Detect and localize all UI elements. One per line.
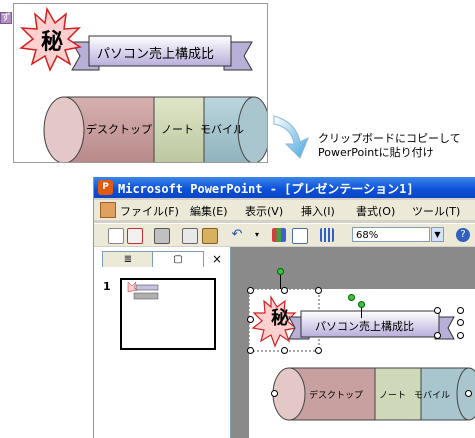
resize-handle[interactable] <box>247 287 254 294</box>
grid-icon[interactable] <box>320 228 334 242</box>
segment-mobile-label: モバイル <box>200 123 244 136</box>
window-title: Microsoft PowerPoint - [プレゼンテーション1] <box>118 182 414 196</box>
menu-format[interactable]: 書式(O) <box>356 205 396 218</box>
rotate-handle-icon[interactable] <box>277 268 284 275</box>
resize-handle[interactable] <box>247 347 254 354</box>
outline-icon: ≣ <box>123 254 133 265</box>
new-icon[interactable] <box>108 228 124 244</box>
clip-graphic <box>19 6 267 162</box>
cylinder-end-left <box>43 96 85 162</box>
rotate-handle-icon[interactable] <box>358 301 365 308</box>
paste-icon[interactable] <box>202 228 218 244</box>
menu-bar: ファイル(F) 編集(E) 表示(V) 挿入(I) 書式(O) ツール(T) <box>94 200 475 220</box>
document-menu-icon[interactable] <box>100 202 116 218</box>
menu-file[interactable]: ファイル(F) <box>120 205 179 218</box>
powerpoint-app-icon[interactable]: P <box>98 180 113 195</box>
menu-view[interactable]: 表示(V) <box>245 205 284 218</box>
undo-icon[interactable]: ↶ <box>231 227 243 242</box>
slide-segment-note: ノート <box>379 391 407 401</box>
zoom-dropdown-icon[interactable]: ▼ <box>431 227 444 242</box>
menu-tools[interactable]: ツール(T) <box>412 205 461 218</box>
slide-editing-area: 秘 パソコン売上構成比 デスクトップ ノート モバイル <box>231 247 475 438</box>
slide-segment-desktop: デスクトップ <box>309 391 364 401</box>
copy-icon[interactable] <box>182 228 198 244</box>
segment-note-label: ノート <box>161 123 194 136</box>
slide-canvas[interactable]: 秘 パソコン売上構成比 デスクトップ ノート モバイル <box>247 287 475 438</box>
slide-banner-text: パソコン売上構成比 <box>315 320 414 333</box>
slide-banner-body <box>300 310 440 338</box>
menu-insert[interactable]: 挿入(I) <box>301 205 335 218</box>
resize-handle[interactable] <box>281 347 288 354</box>
segment-desktop-label: デスクトップ <box>86 123 152 136</box>
slide-number: 1 <box>103 280 111 293</box>
resize-handle[interactable] <box>434 332 441 339</box>
slide-thumbnail[interactable] <box>120 278 216 350</box>
banner-text: パソコン売上構成比 <box>97 47 215 62</box>
caption-line-2: PowerPointに貼り付け <box>318 146 434 159</box>
banner-body <box>88 35 232 67</box>
powerpoint-window: P Microsoft PowerPoint - [プレゼンテーション1] ファ… <box>93 177 475 438</box>
permission-icon[interactable] <box>127 228 143 244</box>
caption-line-1: クリップボードにコピーして <box>318 132 461 145</box>
stamp-starburst <box>19 6 82 72</box>
menu-edit[interactable]: 編集(E) <box>190 205 228 218</box>
cylinder-end-right <box>237 96 267 162</box>
instruction-caption: クリップボードにコピーして PowerPointに貼り付け <box>318 132 461 160</box>
close-pane-icon[interactable]: × <box>212 252 223 266</box>
clip-graphic-box: 秘 パソコン売上構成比 デスクトップ ノート モバイル <box>13 3 268 163</box>
slide-segment-mobile: モバイル <box>414 391 451 401</box>
chart-icon[interactable] <box>272 228 286 242</box>
table-icon[interactable] <box>292 228 308 244</box>
resize-handle[interactable] <box>457 319 464 326</box>
curved-arrow-icon <box>273 115 309 159</box>
resize-handle[interactable] <box>434 307 441 314</box>
slide-starburst <box>251 294 298 348</box>
slides-pane: ≣ ▢ × 1 <box>94 247 231 438</box>
tab-outline[interactable]: ≣ <box>102 251 154 267</box>
resize-handle[interactable] <box>315 347 322 354</box>
stamp-char: 秘 <box>41 29 64 55</box>
standard-toolbar: ↶ ▾ 68% ▼ ? <box>94 223 475 246</box>
resize-handle[interactable] <box>465 390 472 397</box>
resize-handle[interactable] <box>315 287 322 294</box>
clip-app-icon: ず <box>0 12 12 24</box>
pasted-graphic[interactable] <box>249 289 475 438</box>
resize-handle[interactable] <box>281 287 288 294</box>
slide-stamp-char: 秘 <box>271 308 289 329</box>
thumbnail-preview <box>127 281 159 300</box>
resize-handle[interactable] <box>457 307 464 314</box>
undo-dropdown-icon[interactable]: ▾ <box>254 230 259 239</box>
print-icon[interactable] <box>154 228 170 244</box>
resize-handle[interactable] <box>271 390 278 397</box>
rotate-handle-line <box>280 275 281 289</box>
zoom-field[interactable]: 68% <box>352 227 430 242</box>
tab-slides[interactable]: ▢ <box>152 251 204 267</box>
slides-icon: ▢ <box>173 254 183 265</box>
rotate-handle-line <box>361 308 362 318</box>
title-bar[interactable]: P Microsoft PowerPoint - [プレゼンテーション1] <box>94 177 475 198</box>
help-icon[interactable]: ? <box>456 228 470 242</box>
adjust-handle-icon[interactable] <box>348 294 355 301</box>
resize-handle[interactable] <box>247 316 254 323</box>
resize-handle[interactable] <box>457 332 464 339</box>
